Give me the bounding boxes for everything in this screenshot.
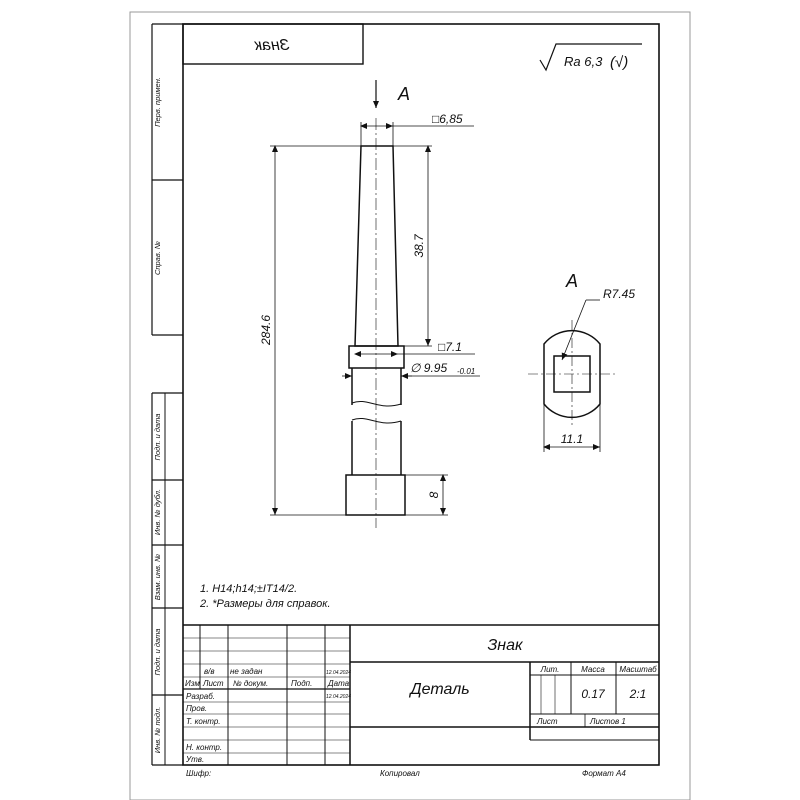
sheet-footer: Шифр: Копировал Формат А4 <box>186 769 626 778</box>
note-2: 2. *Размеры для справок. <box>199 598 331 610</box>
tb-sheet: Лист <box>536 717 558 726</box>
drawing-frame <box>182 23 660 766</box>
tb-prov: Пров. <box>186 704 207 713</box>
dim-radius-text: R7.45 <box>603 287 635 301</box>
view-arrow: A <box>373 80 410 108</box>
dim-radius <box>561 299 600 361</box>
dim-taper-length-text: 38.7 <box>412 233 426 258</box>
tb-sheets: Листов 1 <box>589 717 626 726</box>
tb-tkontr: Т. контр. <box>186 717 221 726</box>
dim-square-top-text: □6,85 <box>432 112 463 126</box>
tb-col-scale: Масштаб <box>619 665 657 674</box>
part-main-view <box>345 118 406 528</box>
dim-square-mid-text: □7.1 <box>438 340 462 354</box>
tb-col-mass: Масса <box>581 665 605 674</box>
top-designation-mirrored: Знак <box>253 37 290 54</box>
dim-total-length <box>270 145 361 516</box>
footer-cipher: Шифр: <box>186 769 211 778</box>
tb-nkontr: Н. контр. <box>186 743 222 752</box>
tb-h-date: Дата <box>327 679 350 688</box>
side-label-podl: Инв. № подл. <box>153 707 162 754</box>
side-label-podp1: Подп. и дата <box>153 414 162 461</box>
tb-h-izm: Изм <box>185 679 200 688</box>
section-label: A <box>565 271 578 291</box>
dim-total-length-text: 284.6 <box>259 315 273 346</box>
dim-diameter-tol: -0.01 <box>457 367 475 376</box>
side-label-sprav: Справ. № <box>153 241 162 275</box>
note-1: 1. H14;h14;±IT14/2. <box>200 583 297 595</box>
side-label-vzam: Взам. инв. № <box>153 554 162 600</box>
title-block-text: Знак Деталь Лит. Масса Масштаб 0.17 2:1 … <box>185 637 657 764</box>
tb-h-sign: Подп. <box>291 679 312 688</box>
tb-scale: 2:1 <box>629 687 647 701</box>
dim-width <box>543 404 601 452</box>
side-label-perv: Перв. примен. <box>153 77 162 127</box>
tb-not-set: не задан <box>230 667 263 676</box>
roughness-symbol: Ra 6,3 (√) <box>539 43 642 72</box>
sheet-outline <box>129 11 691 800</box>
dim-width-text: 11.1 <box>561 432 583 446</box>
tb-name: Деталь <box>408 681 469 698</box>
roughness-mark: (√) <box>610 54 628 71</box>
title-block-grid <box>183 624 659 765</box>
tb-date2: 12.04.2024 <box>326 694 351 700</box>
side-margin-table <box>151 23 183 766</box>
footer-format: Формат А4 <box>582 769 626 778</box>
top-designation-box <box>182 23 364 65</box>
dim-diameter-text: ∅ 9.95 <box>410 361 447 375</box>
side-label-dubl: Инв. № дубл. <box>153 489 162 535</box>
view-label: A <box>397 84 410 104</box>
section-view <box>528 320 616 428</box>
tb-date1: 12.04.2024 <box>326 670 351 676</box>
roughness-param: Ra 6,3 <box>564 54 603 69</box>
dim-head-height <box>405 474 448 516</box>
tb-mass: 0.17 <box>581 687 606 701</box>
tb-col-lit: Лит. <box>540 665 560 674</box>
tb-h-doc: № докум. <box>233 679 268 688</box>
dim-head-height-text: 8 <box>427 491 441 498</box>
footer-copied: Копировал <box>380 769 420 778</box>
tb-h-list: Лист <box>202 679 224 688</box>
tb-rv: в/в <box>204 667 215 676</box>
tb-designation: Знак <box>487 637 524 654</box>
dim-square-top <box>360 122 474 146</box>
dim-taper-length <box>393 145 432 347</box>
tb-utv: Утв. <box>185 755 204 764</box>
tb-razrab: Разраб. <box>186 692 215 701</box>
side-labels: Перв. примен. Справ. № Подп. и дата Инв.… <box>153 77 162 753</box>
side-label-podp2: Подп. и дата <box>153 629 162 676</box>
